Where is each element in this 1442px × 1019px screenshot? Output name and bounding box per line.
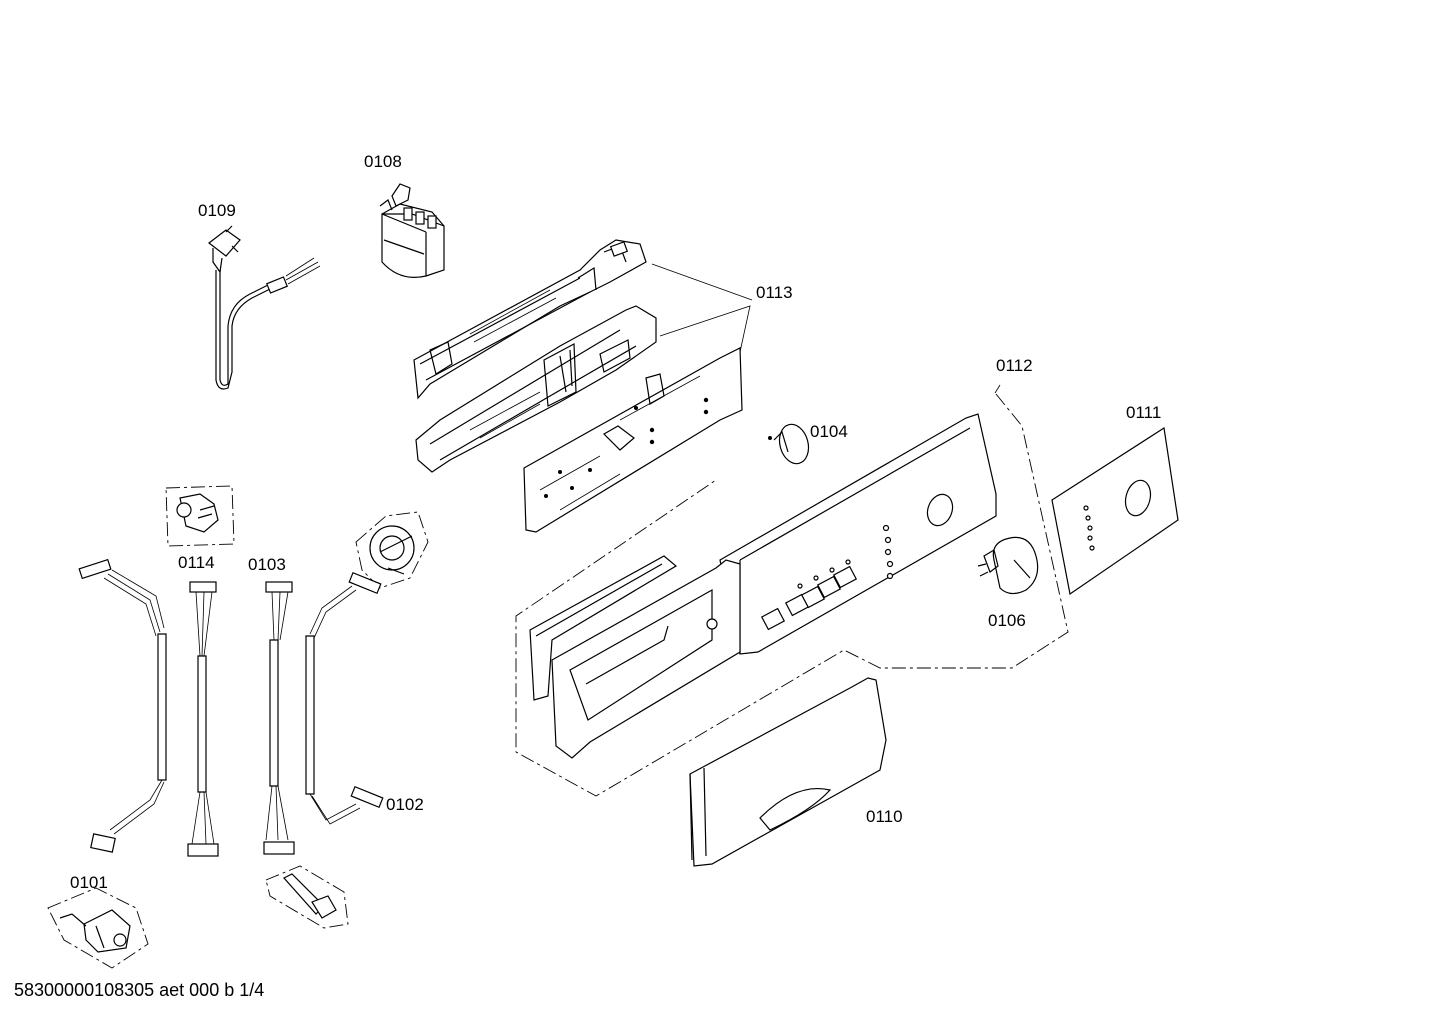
control-module-part[interactable] — [413, 239, 753, 533]
label-0112: 0112 — [996, 356, 1033, 375]
level-sensor-part[interactable] — [355, 511, 429, 589]
drawer-handle-part[interactable] — [689, 677, 887, 867]
label-0114: 0114 — [178, 553, 215, 572]
control-panel-part[interactable] — [515, 393, 1069, 797]
power-cord-part[interactable] — [208, 225, 321, 390]
label-0110: 0110 — [866, 807, 903, 826]
panel-overlay-part[interactable] — [1051, 426, 1179, 596]
wiring-harness-mid-2[interactable] — [263, 581, 295, 855]
wiring-harness-left[interactable] — [78, 558, 167, 853]
pressure-switch-part[interactable] — [165, 485, 235, 547]
label-0113: 0113 — [756, 283, 793, 302]
label-0101: 0101 — [70, 873, 108, 892]
label-0111: 0111 — [1126, 403, 1161, 422]
water-valve-part[interactable] — [47, 887, 149, 969]
selector-knob-part[interactable] — [977, 536, 1039, 595]
programme-knob-part[interactable] — [768, 421, 813, 467]
label-0104: 0104 — [810, 422, 848, 441]
drawing-code-footer: 58300000108305 aet 000 b 1/4 — [14, 980, 265, 1000]
wiring-harness-mid-1[interactable] — [187, 581, 219, 857]
label-0103: 0103 — [248, 555, 286, 574]
label-0106: 0106 — [988, 611, 1026, 630]
temperature-sensor-part[interactable] — [265, 865, 349, 929]
label-0109: 0109 — [198, 201, 236, 220]
wiring-harness-right[interactable] — [305, 571, 384, 825]
interference-filter-part[interactable] — [379, 183, 445, 278]
label-0108: 0108 — [364, 152, 402, 171]
label-0102: 0102 — [386, 795, 424, 814]
